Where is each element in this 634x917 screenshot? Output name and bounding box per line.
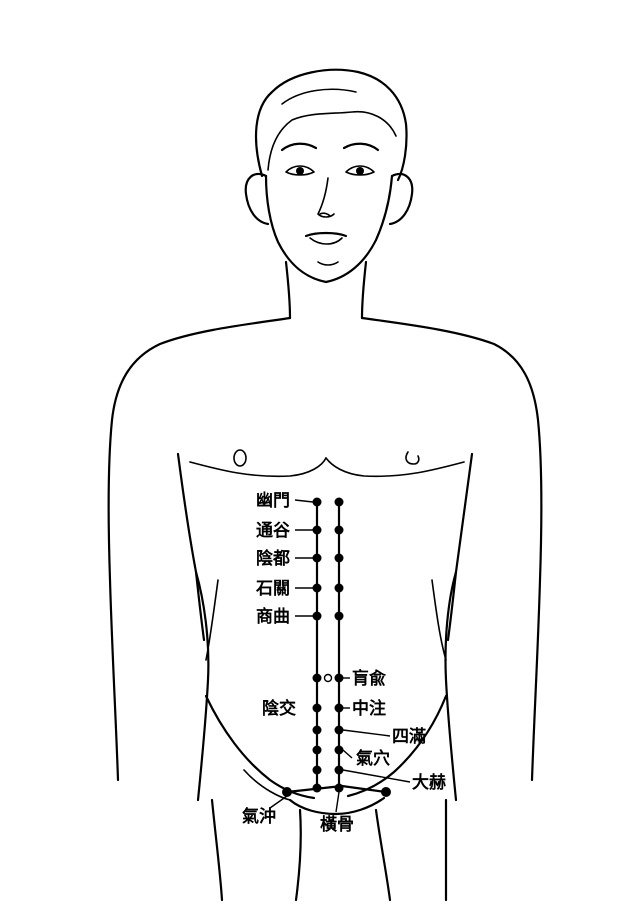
- acupoint-henggu-right: [335, 784, 344, 793]
- acupoint-shiguan-left: [313, 584, 322, 593]
- label-tonggu: 通谷: [256, 521, 291, 541]
- label-shangqu: 商曲: [256, 606, 290, 627]
- label-zhongzhu: 中注: [352, 698, 386, 719]
- acupoint-henggu-left: [313, 784, 322, 793]
- label-qixue: 氣穴: [356, 748, 390, 769]
- label-qichong: 氣沖: [242, 806, 276, 827]
- navel: [325, 675, 332, 682]
- acupoint-huangshu-left: [313, 674, 322, 683]
- face-features: [282, 144, 378, 265]
- label-shiguan: 石關: [255, 579, 290, 599]
- acupoint-huangshu-right: [335, 674, 344, 683]
- acupoint-labels: 幽門 通谷 陰都 石關 商曲 肓兪 陰交 中注 四滿 氣穴 大赫 氣沖 橫骨: [242, 491, 446, 835]
- acupoint-siman-right: [335, 726, 344, 735]
- acupoint-shiguan-right: [335, 584, 344, 593]
- label-yindu: 陰都: [256, 548, 290, 569]
- acupoint-qichong-left: [282, 787, 292, 797]
- acupoint-youmen-left: [313, 498, 322, 507]
- acupoint-zhongzhu-right: [335, 704, 344, 713]
- acupoint-dahe-right: [335, 766, 344, 775]
- acupoint-qixue-left: [313, 746, 322, 755]
- acupoint-siman-left: [313, 726, 322, 735]
- label-henggu: 橫骨: [320, 814, 354, 835]
- acupoint-shangqu-left: [313, 612, 322, 621]
- acupoint-yindu-left: [313, 554, 322, 563]
- label-siman: 四滿: [392, 726, 426, 747]
- acupoint-shangqu-right: [335, 612, 344, 621]
- label-yinjiao: 陰交: [262, 698, 296, 719]
- acupoint-qixue-right: [335, 746, 344, 755]
- acupoint-qichong-right: [381, 787, 391, 797]
- acupoint-youmen-right: [335, 498, 344, 507]
- label-youmen: 幽門: [256, 491, 290, 511]
- label-huangshu: 肓兪: [352, 668, 386, 689]
- acupoint-tonggu-left: [313, 526, 322, 535]
- torso-outline: [109, 262, 542, 900]
- acupoint-yinjiao-left: [313, 704, 322, 713]
- acupoint-tonggu-right: [335, 526, 344, 535]
- head-outline: [246, 70, 413, 282]
- acupoint-dahe-left: [313, 766, 322, 775]
- acupoint-yindu-right: [335, 554, 344, 563]
- label-dahe: 大赫: [412, 772, 446, 793]
